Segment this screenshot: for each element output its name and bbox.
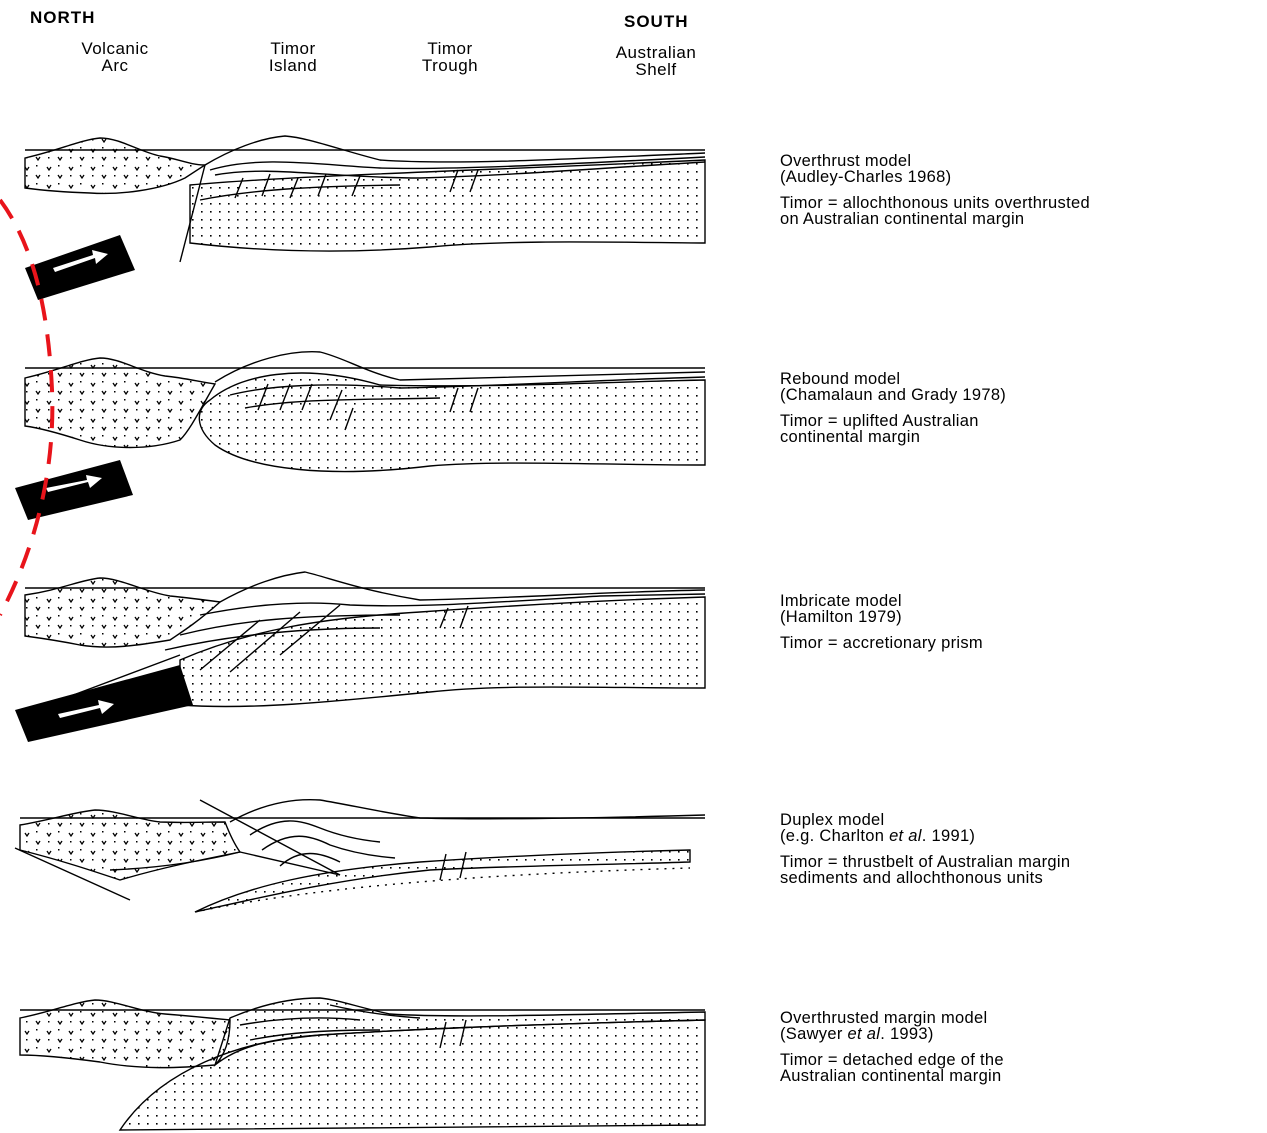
- section-rebound: [25, 352, 705, 472]
- section-overthrust: [25, 136, 705, 262]
- volcanic-arc-body: [25, 138, 205, 193]
- plate-arrow-3: [15, 665, 193, 742]
- continental-margin-body: [180, 597, 705, 707]
- continental-margin-body: [190, 160, 705, 251]
- plate-arrow-1: [25, 235, 135, 300]
- section-overthrusted-margin: [20, 998, 705, 1130]
- plate-arrow-2: [15, 460, 133, 520]
- volcanic-arc-body: [25, 358, 215, 448]
- section-duplex: [15, 800, 705, 912]
